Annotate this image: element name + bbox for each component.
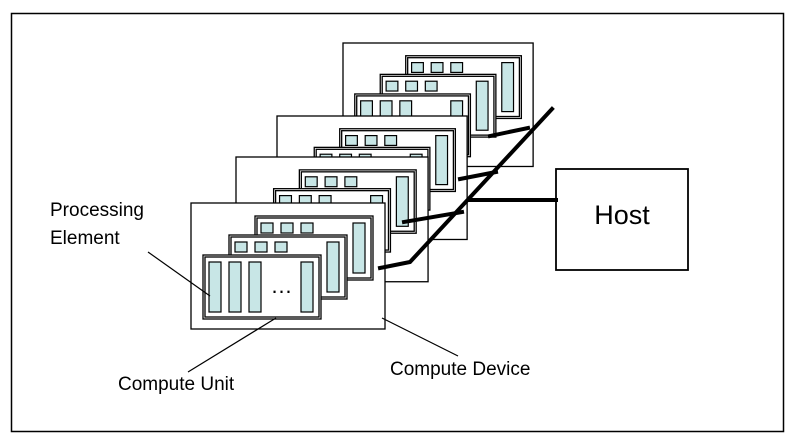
processing-element	[364, 135, 378, 147]
processing-element	[430, 61, 444, 73]
interconnect-tap-2	[457, 169, 499, 182]
host-label: Host	[594, 200, 650, 230]
processing-element	[248, 261, 262, 313]
processing-element	[304, 176, 318, 188]
processing-element	[344, 176, 358, 188]
compute-device-leader	[381, 317, 459, 357]
compute-unit: …	[202, 254, 322, 320]
processing-element	[405, 80, 419, 92]
processing-element-leader	[147, 251, 211, 297]
processing-element	[228, 261, 242, 313]
processing-element-label-line1: Processing	[50, 200, 144, 221]
device-interconnect	[377, 106, 555, 271]
processing-element	[352, 222, 366, 274]
processing-element	[260, 222, 274, 234]
processing-element	[385, 80, 399, 92]
processing-element	[254, 241, 268, 253]
processing-element	[234, 241, 248, 253]
compute-device: …	[190, 202, 386, 330]
host-box	[555, 168, 689, 271]
processing-element	[501, 61, 515, 113]
processing-element	[300, 222, 314, 234]
processing-element	[208, 261, 222, 313]
processing-element	[345, 135, 358, 147]
processing-element	[450, 61, 464, 73]
processing-element	[280, 222, 294, 234]
interconnect-tap-3	[487, 125, 531, 139]
processing-element	[395, 176, 409, 227]
processing-element	[435, 135, 449, 186]
processing-element	[300, 261, 314, 313]
processing-element	[411, 61, 424, 73]
processing-element	[475, 80, 489, 131]
processing-element	[324, 176, 338, 188]
processing-element	[326, 241, 340, 293]
processing-element-label-line2: Element	[50, 228, 120, 249]
processing-element	[384, 135, 398, 147]
compute-unit-inner-frame	[204, 256, 320, 318]
processing-element	[424, 80, 438, 92]
processing-element-ellipsis: …	[271, 273, 296, 298]
compute-device-label: Compute Device	[390, 359, 530, 380]
compute-devices: …………	[190, 42, 534, 330]
interconnect-tap-1	[401, 209, 465, 225]
compute-unit-label: Compute Unit	[118, 374, 235, 395]
processing-element	[274, 241, 288, 253]
compute-unit-leader	[187, 317, 277, 373]
